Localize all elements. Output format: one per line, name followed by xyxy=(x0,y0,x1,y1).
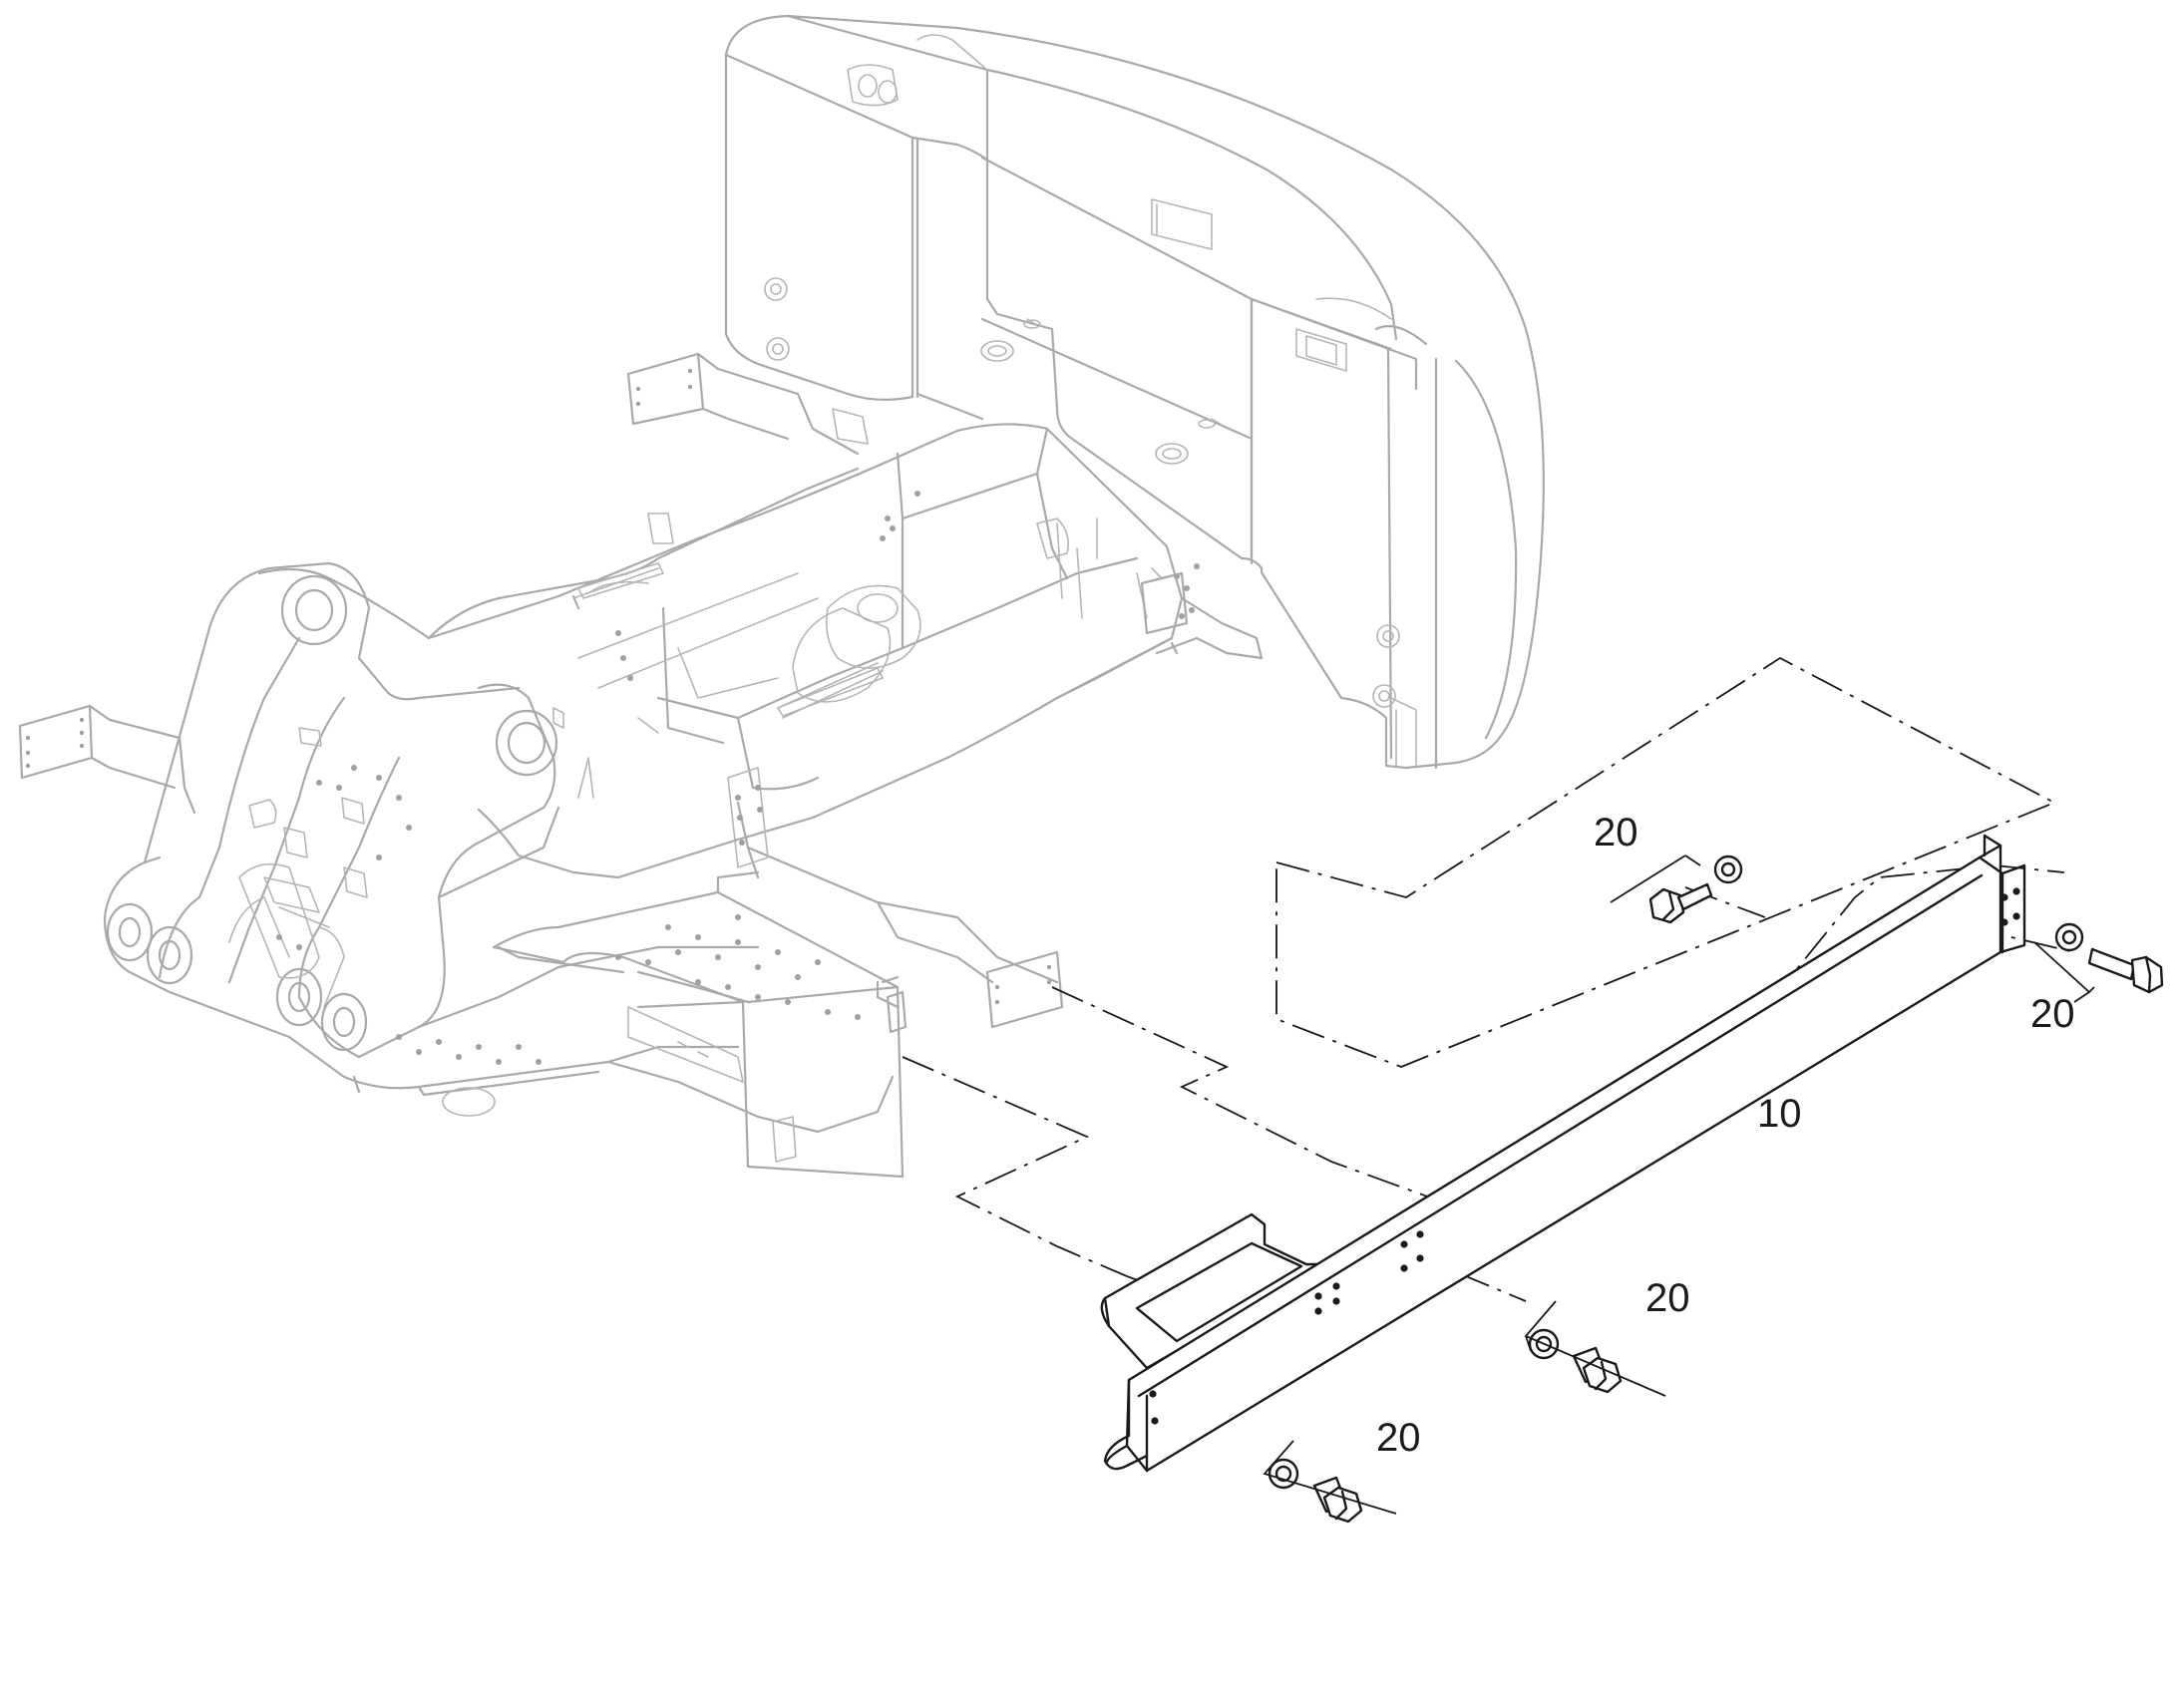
callout-10-beam: 10 xyxy=(1757,1092,1802,1136)
callout-20-mid: 20 xyxy=(1645,1276,1690,1320)
callout-20-top-right: 20 xyxy=(2030,992,2075,1036)
fastener-set-bottom xyxy=(1268,1458,1363,1524)
fastener-set-top-right xyxy=(2054,922,2164,994)
fastener-set-top-left xyxy=(1648,854,1743,924)
upper-frame-ghost xyxy=(18,352,1264,1179)
assembly-chain-lines xyxy=(902,656,2075,1407)
counterweight-ghost xyxy=(724,14,1545,770)
callout-leaders xyxy=(1263,854,2095,1515)
callout-20-bottom: 20 xyxy=(1376,1416,1421,1460)
cross-beam-part xyxy=(1100,834,2026,1473)
fastener-set-mid xyxy=(1528,1328,1623,1394)
callout-labels: 20 20 10 20 20 xyxy=(1376,811,2075,1460)
callout-20-top-left: 20 xyxy=(1594,811,1638,854)
